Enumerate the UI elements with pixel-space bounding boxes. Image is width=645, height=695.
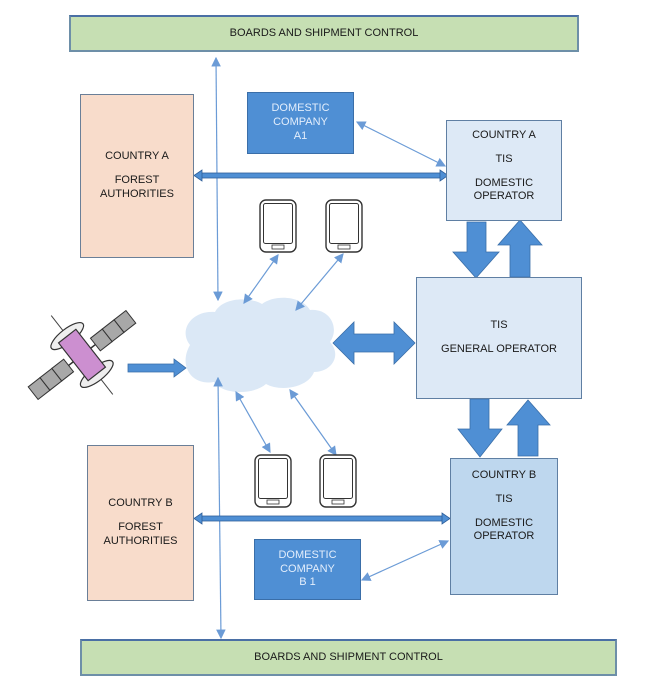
company-a1-line3: A1 [293, 129, 308, 142]
domestic-company-a1: DOMESTIC COMPANY A1 [247, 92, 354, 154]
arrow-down-tis-a-general [452, 221, 500, 279]
country-a-forest-line3: AUTHORITIES [100, 187, 174, 200]
satellite-icon [27, 309, 137, 401]
general-operator-line1: TIS [490, 319, 508, 332]
connector-company-a1-tis-a [355, 121, 447, 167]
tablet-icon [259, 199, 297, 253]
arrow-up-general-tis-a [497, 219, 543, 278]
company-b1-line1: DOMESTIC [278, 548, 337, 561]
connector-bottom-board [213, 376, 226, 640]
tis-a-line1: COUNTRY A [472, 129, 536, 141]
connector-tablet-a1-cloud [243, 254, 279, 304]
country-a-forest-line2: FOREST [114, 174, 160, 187]
connector-company-b1-tis-b [360, 540, 450, 581]
tis-a-line3: DOMESTIC [474, 176, 534, 189]
country-a-tis-domestic-operator: COUNTRY A TIS DOMESTIC OPERATOR [446, 120, 562, 221]
arrow-up-tis-b-general [506, 399, 551, 457]
boards-label-bottom: BOARDS AND SHIPMENT CONTROL [254, 650, 443, 663]
tis-b-line4: OPERATOR [473, 530, 535, 543]
company-a1-line2: COMPANY [273, 116, 328, 129]
tis-a-line4: OPERATOR [473, 190, 535, 203]
connector-tablet-b2-cloud [289, 389, 337, 456]
double-arrow-forest-b-tis-b [193, 512, 451, 525]
tis-general-operator: TIS GENERAL OPERATOR [416, 277, 582, 399]
connector-tablet-a2-cloud [295, 253, 344, 311]
tis-b-line1: COUNTRY B [471, 469, 537, 481]
boards-shipment-control-bottom: BOARDS AND SHIPMENT CONTROL [80, 639, 617, 676]
company-a1-line1: DOMESTIC [271, 102, 330, 115]
country-b-forest-title: COUNTRY B [108, 497, 173, 510]
double-arrow-cloud-general-operator [332, 321, 416, 365]
tis-b-line2: TIS [495, 492, 513, 505]
tis-b-line3: DOMESTIC [474, 516, 534, 529]
double-arrow-forest-a-tis-a [193, 169, 449, 182]
country-a-forest-authorities: COUNTRY A FOREST AUTHORITIES [80, 94, 194, 258]
cloud-icon [185, 297, 336, 393]
tablet-icon [319, 454, 357, 508]
arrow-down-general-tis-b [457, 398, 503, 458]
connector-top-board [211, 56, 223, 302]
country-a-forest-title: COUNTRY A [105, 150, 169, 163]
country-b-forest-authorities: COUNTRY B FOREST AUTHORITIES [87, 445, 194, 601]
company-b1-line3: B 1 [299, 576, 316, 589]
connector-tablet-b1-cloud [235, 390, 271, 454]
company-b1-line2: COMPANY [280, 562, 335, 575]
general-operator-line2: GENERAL OPERATOR [441, 343, 557, 355]
country-b-tis-domestic-operator: COUNTRY B TIS DOMESTIC OPERATOR [450, 458, 558, 595]
tis-a-line2: TIS [495, 152, 513, 165]
tablet-icon [325, 199, 363, 253]
arrow-satellite-cloud [127, 358, 187, 378]
country-b-forest-line3: AUTHORITIES [103, 534, 178, 547]
boards-label-top: BOARDS AND SHIPMENT CONTROL [229, 26, 419, 39]
country-b-forest-line2: FOREST [118, 521, 163, 534]
domestic-company-b1: DOMESTIC COMPANY B 1 [254, 539, 361, 600]
tablet-icon [254, 454, 292, 508]
boards-shipment-control-top: BOARDS AND SHIPMENT CONTROL [69, 15, 579, 52]
